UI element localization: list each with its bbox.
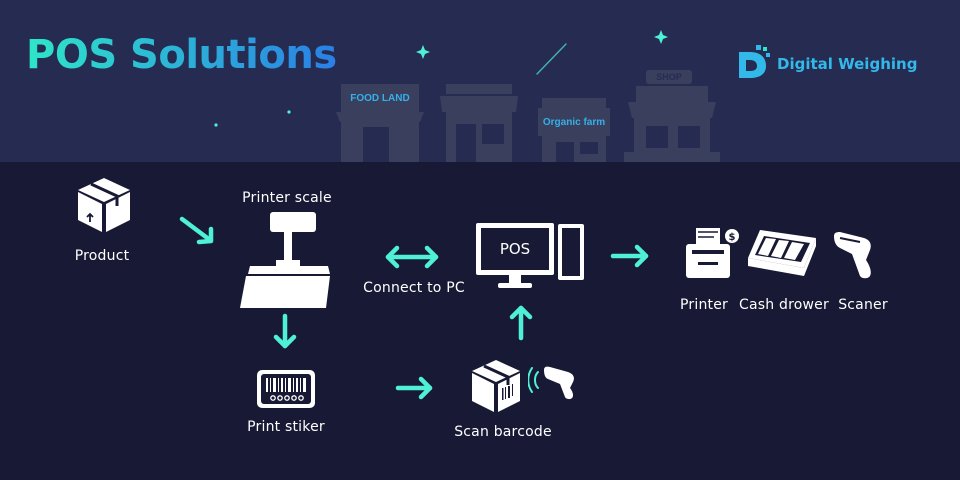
scanner-label: Scaner [838, 297, 888, 313]
pos-monitor-icon [476, 223, 554, 288]
connect-to-pc-label: Connect to PC [363, 280, 465, 296]
digital-weighing-logo-icon [739, 45, 770, 78]
printer-scale-icon [240, 212, 330, 308]
product-box-icon [78, 178, 130, 232]
cash-drawer-icon [748, 230, 816, 276]
scan-box-icon [472, 360, 520, 412]
barcode-sticker-icon [257, 370, 315, 408]
product-label: Product [74, 248, 130, 264]
store-organic-farm [538, 98, 610, 162]
title-gradient-text: POS Solutions [26, 32, 337, 78]
printer-scale-label: Printer scale [242, 190, 332, 206]
scan-barcode-label: Scan barcode [454, 424, 552, 440]
receipt-printer-icon: $ [686, 228, 739, 278]
store-sign-shop: SHOP [656, 72, 682, 82]
svg-text:$: $ [729, 232, 736, 243]
flow-arrows [179, 216, 649, 400]
page-title: POS Solutions [26, 26, 356, 92]
barcode-scanner-icon [834, 232, 871, 279]
brand-name: Digital Weighing [777, 55, 918, 73]
svg-text:POS Solutions: POS Solutions [26, 32, 337, 78]
store-shop [624, 70, 720, 162]
store-food-land [336, 84, 424, 162]
store-sign-food-land: FOOD LAND [350, 93, 410, 104]
arrow-product-to-scale [179, 216, 213, 243]
store-sign-organic-farm: Organic farm [542, 117, 606, 128]
shooting-star [536, 43, 567, 75]
printer-label: Printer [680, 297, 728, 313]
customer-display-icon [558, 224, 584, 280]
pos-screen-text: POS [499, 240, 531, 258]
print-sticker-label: Print stiker [247, 419, 325, 435]
store-awning [440, 84, 518, 162]
handheld-scanner-icon [528, 366, 574, 400]
cash-drawer-label: Cash drower [739, 297, 829, 313]
